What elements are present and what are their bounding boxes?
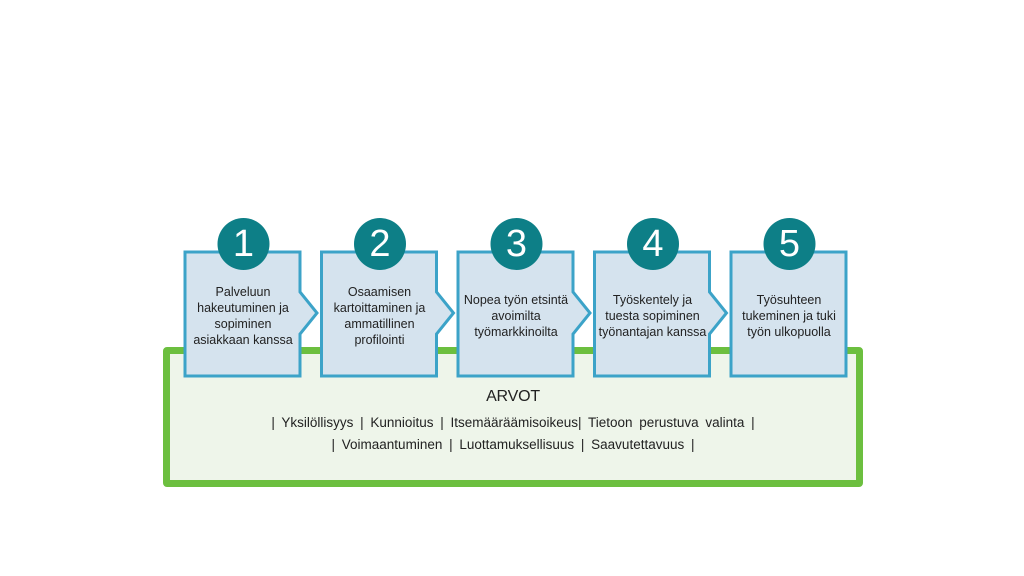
step-number: 4 (642, 223, 664, 265)
step-box-4 (593, 250, 729, 378)
step-number-circle-2 (354, 218, 406, 270)
values-line-1: | Yksilöllisyys | Kunnioitus | Itsemäärä… (271, 415, 755, 430)
step-number-circle-1 (217, 218, 270, 270)
step-text: Nopea työn etsintä avoimilta työmarkkino… (463, 293, 569, 339)
step-number-circle-4 (627, 218, 679, 270)
step-number-circle-3 (490, 218, 543, 270)
values-title: ARVOT (486, 388, 540, 405)
step-box-3 (456, 250, 592, 378)
values-line-2: | Voimaantuminen | Luottamuksellisuus | … (331, 437, 695, 452)
step-box-2 (320, 250, 456, 378)
step-box-1 (183, 250, 319, 378)
step-text: Työskentely ja tuesta sopiminen työnanta… (598, 293, 707, 339)
values-section: ARVOT | Yksilöllisyys | Kunnioitus | Its… (170, 388, 856, 456)
step-text: Osaamisen kartoittaminen ja ammatillinen… (333, 285, 426, 347)
step-text: Työsuhteen tukeminen ja tuki työn ulkopu… (742, 293, 836, 339)
step-number: 5 (778, 223, 801, 265)
step-number: 2 (369, 223, 391, 265)
step-number: 3 (505, 223, 528, 265)
step-number-circle-5 (763, 218, 816, 270)
step-text: Palveluun hakeutuminen ja sopiminen asia… (193, 285, 293, 347)
step-number: 1 (232, 223, 255, 265)
